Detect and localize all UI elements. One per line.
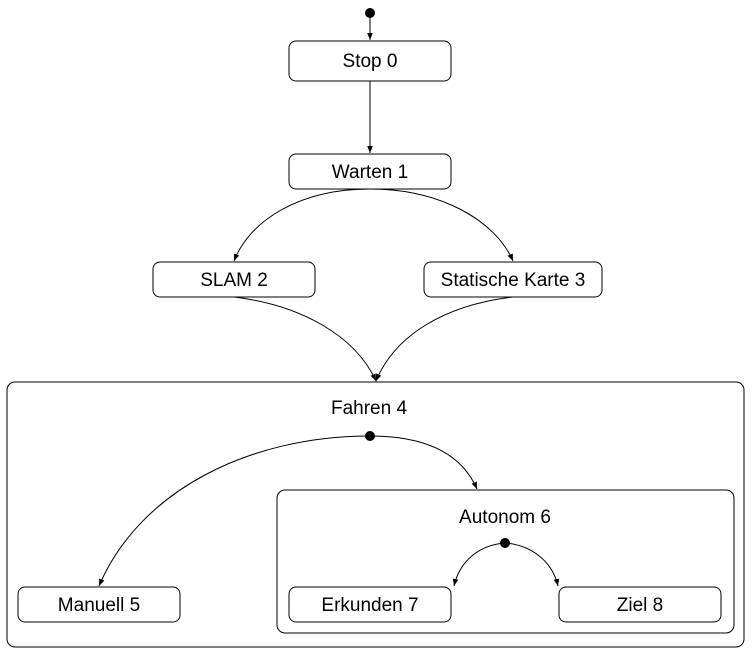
state-ziel-label: Ziel 8: [617, 595, 663, 616]
state-manuell-label: Manuell 5: [58, 595, 140, 616]
edge-warten-to-statische-karte: [369, 188, 514, 262]
state-autonom-label: Autonom 6: [459, 507, 551, 528]
edge-statische-karte-to-fahren: [375, 296, 514, 382]
state-slam-label: SLAM 2: [200, 270, 268, 291]
state-warten: Warten 1: [288, 153, 452, 190]
state-warten-label: Warten 1: [332, 162, 408, 183]
state-slam: SLAM 2: [152, 261, 316, 298]
state-ziel: Ziel 8: [558, 586, 722, 623]
state-fahren: Fahren 4: [6, 381, 745, 648]
edge-fahren-initial-to-manuell: [98, 435, 371, 587]
state-stop-label: Stop 0: [343, 51, 398, 72]
edge-fahren-initial-to-autonom: [369, 435, 478, 490]
state-erkunden-label: Erkunden 7: [321, 595, 418, 616]
state-fahren-label: Fahren 4: [331, 398, 407, 419]
state-autonom: Autonom 6: [276, 489, 735, 634]
edge-warten-to-slam: [233, 188, 371, 262]
edge-autonom-initial-to-ziel: [504, 542, 560, 587]
state-erkunden: Erkunden 7: [288, 586, 452, 623]
edge-autonom-initial-to-erkunden: [452, 542, 506, 587]
initial-state-dot: [365, 8, 375, 18]
state-statische-karte-label: Statische Karte 3: [441, 270, 586, 291]
state-statische-karte: Statische Karte 3: [423, 261, 603, 298]
state-manuell: Manuell 5: [17, 586, 181, 623]
edge-slam-to-fahren: [233, 296, 377, 382]
state-stop: Stop 0: [288, 40, 452, 82]
